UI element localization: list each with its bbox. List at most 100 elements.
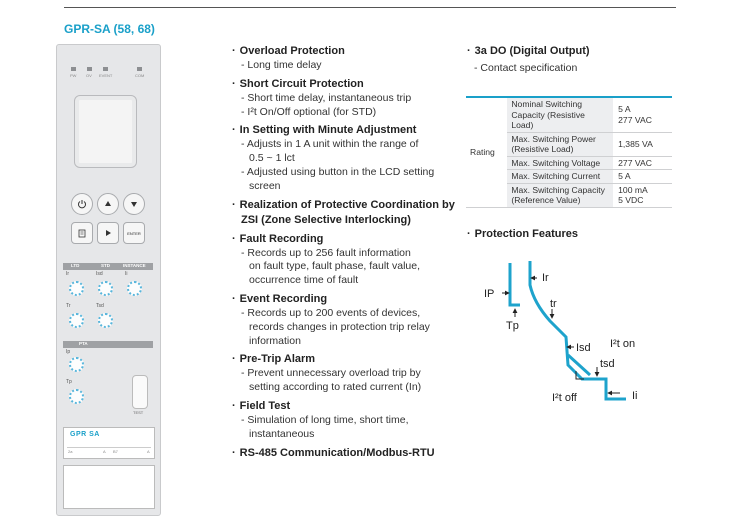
- dial-label: Tsd: [96, 303, 104, 309]
- feature-item: ·Fault Recording - Records up to 256 fau…: [232, 232, 452, 288]
- label-i2t-on: I²t on: [610, 338, 635, 350]
- feature-line: - Simulation of long time, short time,: [241, 413, 409, 426]
- feature-line: 0.5 ~ 1 lct: [249, 152, 295, 165]
- feature-line: information: [249, 334, 301, 347]
- table-top-rule: [466, 96, 672, 98]
- feature-line: instantaneous: [249, 427, 315, 440]
- feature-item: ·In Setting with Minute Adjustment - Adj…: [232, 123, 452, 193]
- led-indicator: [71, 67, 76, 71]
- dial-label: Ir: [66, 271, 70, 277]
- table-row: Max. Switching Voltage 277 VAC: [466, 156, 672, 170]
- spec-name: Max. Switching Current: [507, 169, 615, 184]
- blank-label-box: [63, 465, 155, 509]
- led-label: COM: [135, 73, 145, 78]
- spec-name: Max. Switching Voltage: [507, 156, 615, 170]
- ii-dial[interactable]: [127, 281, 142, 296]
- ir-dial[interactable]: [69, 281, 84, 296]
- feature-line: - Short time delay, instantaneous trip: [241, 91, 412, 104]
- feature-item: ·Field Test - Simulation of long time, s…: [232, 399, 452, 442]
- led-indicator: [137, 67, 142, 71]
- test-button[interactable]: [132, 375, 148, 409]
- status-leds: PW OV EVENT COM: [65, 67, 151, 79]
- feature-title: RS-485 Communication/Modbus-RTU: [239, 446, 435, 459]
- enter-button[interactable]: ENTER: [123, 222, 145, 244]
- spec-name: Max. Switching Power(Resistive Load): [507, 132, 615, 157]
- power-icon: [78, 200, 86, 209]
- nameplate: GPR SA 2a A B7 A: [63, 427, 155, 459]
- led-label: PW: [70, 73, 77, 78]
- pta-section-bar: PTA: [63, 341, 153, 348]
- protection-curve-diagram: Ir IP Tp tr Isd I²t on tsd I²t off Ii: [484, 261, 638, 404]
- feature-title-continued: ZSI (Zone Selective Interlocking): [241, 213, 411, 226]
- feature-title: Pre-Trip Alarm: [239, 353, 316, 366]
- feature-list: ·Overload Protection - Long time delay ·…: [232, 44, 455, 465]
- label-ir: Ir: [542, 272, 549, 284]
- feature-title: Field Test: [239, 399, 291, 412]
- rating-category: Rating: [466, 98, 508, 208]
- arrow-i2t-off: [575, 371, 584, 380]
- trip-curve: [528, 261, 626, 401]
- play-button[interactable]: [97, 222, 119, 244]
- led-indicator: [87, 67, 92, 71]
- label-tsd: tsd: [600, 358, 615, 370]
- nameplate-terminals: 2a A B7 A: [67, 447, 151, 454]
- dial-label: Ip: [66, 349, 71, 355]
- feature-line: setting according to rated current (In): [249, 381, 422, 394]
- dial-label: Isd: [96, 271, 103, 277]
- terminal-label: A: [103, 449, 106, 454]
- tp-dial[interactable]: [69, 389, 84, 404]
- feature-line: on fault type, fault phase, fault value,: [249, 260, 421, 273]
- feature-line: occurrence time of fault: [249, 274, 359, 287]
- label-tr: tr: [550, 298, 557, 310]
- section-label-pta: PTA: [79, 341, 88, 346]
- isd-dial[interactable]: [98, 281, 113, 296]
- table-row: Max. Switching Power(Resistive Load) 1,3…: [466, 132, 672, 157]
- tsd-dial[interactable]: [98, 313, 113, 328]
- digital-output-title: ·3a DO (Digital Output): [467, 45, 590, 57]
- spec-value: 5 A: [613, 169, 672, 184]
- feature-line: - Records up to 200 events of devices,: [241, 306, 421, 319]
- section-label-ltd: LTD: [71, 263, 80, 268]
- spec-name: Max. Switching Capacity(Reference Value): [507, 183, 615, 208]
- spec-value: 277 VAC: [613, 156, 672, 170]
- section-label-std: STD: [101, 263, 110, 268]
- feature-title: Fault Recording: [239, 232, 324, 245]
- device-front-panel: PW OV EVENT COM ENTER LTD STD INSTANCE I…: [56, 44, 161, 516]
- label-ii: Ii: [632, 390, 638, 402]
- power-button[interactable]: [71, 193, 93, 215]
- feature-item: ·Realization of Protective Coordination …: [232, 198, 455, 226]
- label-i2t-off: I²t off: [552, 392, 578, 404]
- protection-features-title: ·Protection Features: [467, 228, 578, 240]
- led-indicator: [103, 67, 108, 71]
- feature-title: Overload Protection: [239, 45, 345, 57]
- down-button[interactable]: [123, 193, 145, 215]
- triangle-down-icon: [131, 202, 137, 207]
- ip-dial[interactable]: [69, 357, 84, 372]
- feature-line: records changes in protection trip relay: [249, 320, 430, 333]
- feature-title: Short Circuit Protection: [239, 77, 364, 90]
- table-row: Max. Switching Current 5 A: [466, 169, 672, 184]
- feature-title: Realization of Protective Coordination b…: [239, 198, 455, 211]
- led-label: OV: [86, 73, 92, 78]
- feature-item: ·Pre-Trip Alarm - Prevent unnecessary ov…: [232, 352, 452, 395]
- label-tp: Tp: [506, 320, 519, 332]
- tr-dial[interactable]: [69, 313, 84, 328]
- feature-line: - Prevent unnecessary overload trip by: [241, 367, 421, 380]
- feature-line: - Adjusted using button in the LCD setti…: [241, 165, 435, 178]
- menu-button[interactable]: [71, 222, 93, 244]
- feature-line: - Records up to 256 fault information: [241, 246, 411, 259]
- up-button[interactable]: [97, 193, 119, 215]
- test-label: TEST: [133, 410, 144, 415]
- terminal-label: 2a: [68, 449, 73, 454]
- document-icon: [78, 229, 86, 237]
- dial-label: Ii: [125, 271, 128, 277]
- feature-title: In Setting with Minute Adjustment: [239, 124, 417, 137]
- terminal-label: B7: [113, 449, 118, 454]
- feature-line: screen: [249, 179, 281, 192]
- section-label-instance: INSTANCE: [123, 263, 146, 268]
- label-isd: Isd: [576, 342, 591, 354]
